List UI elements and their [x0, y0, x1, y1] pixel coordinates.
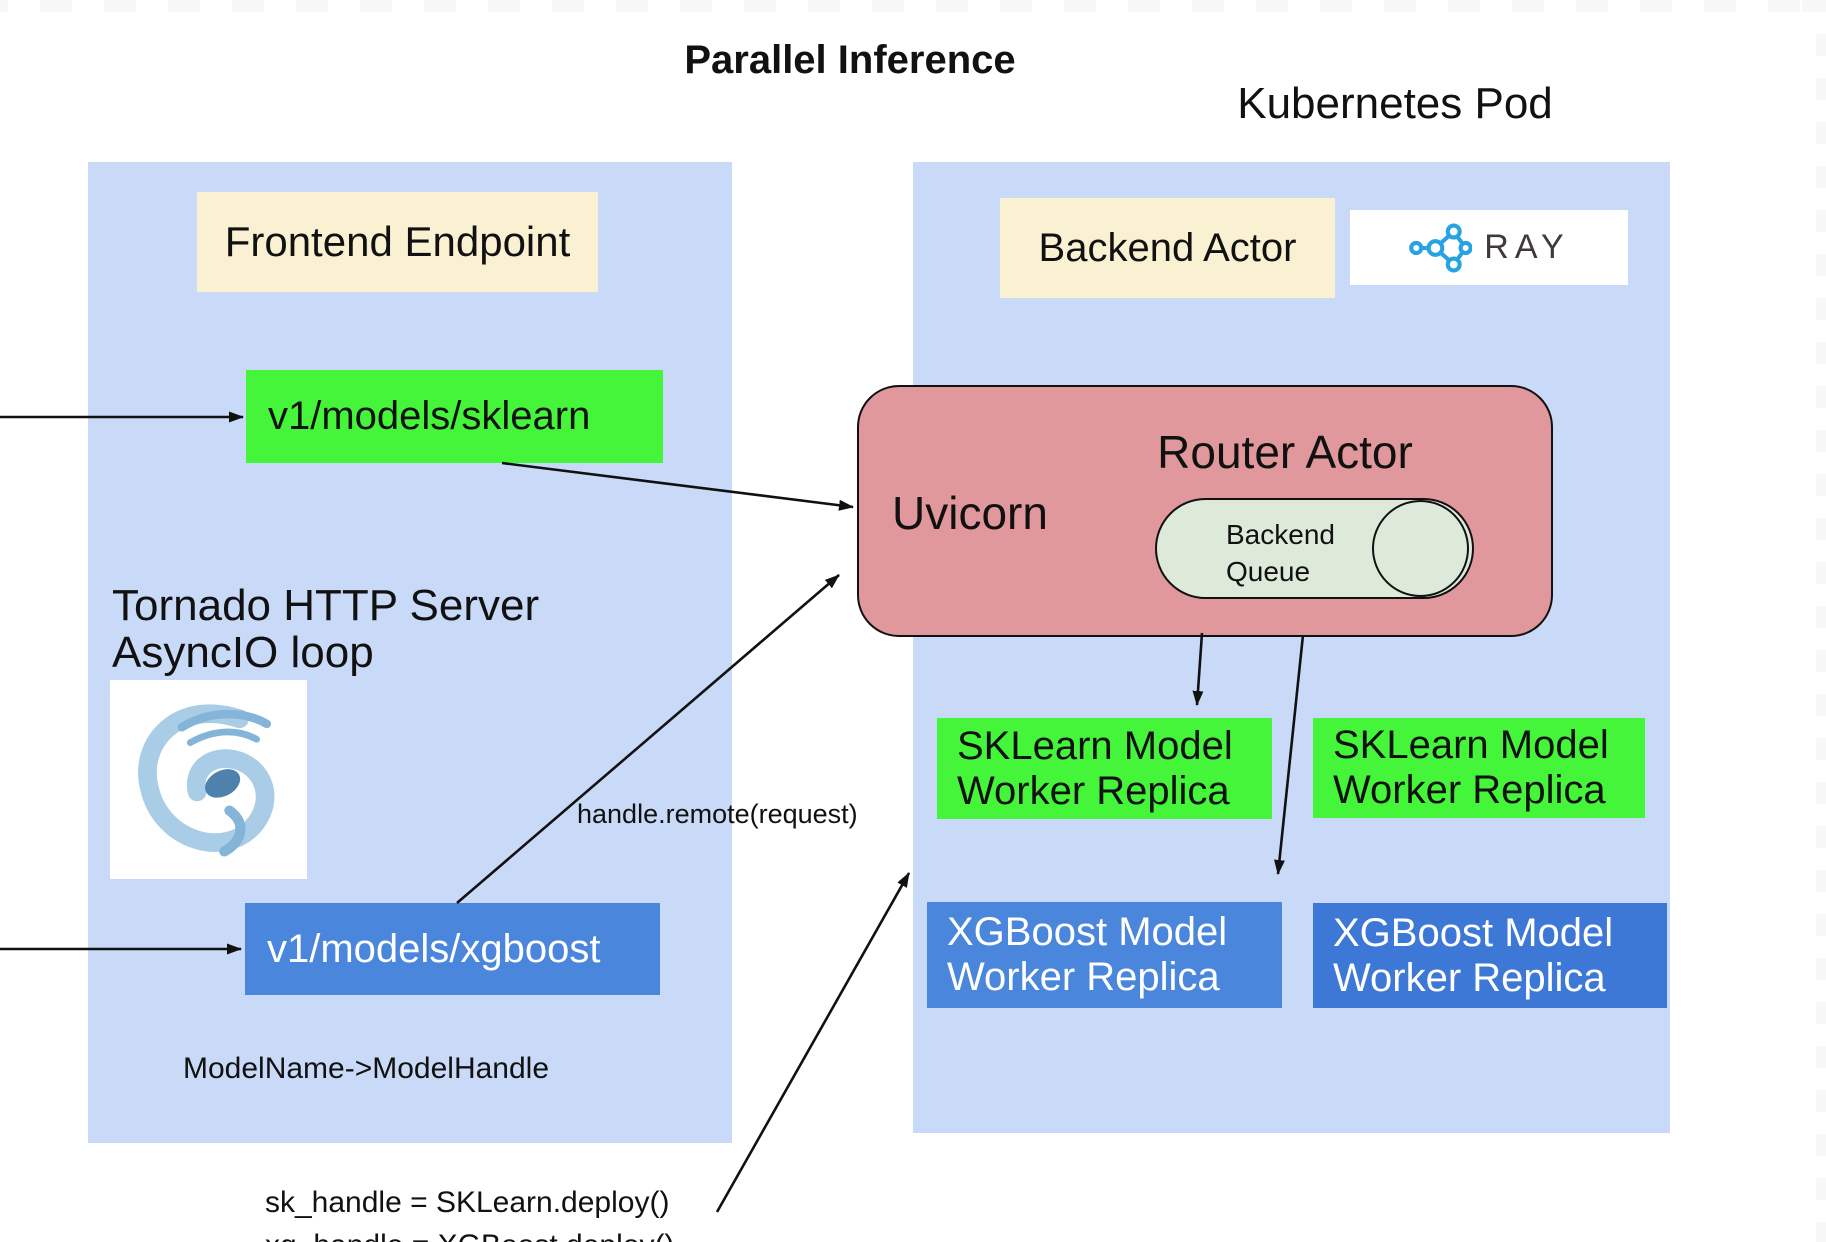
handle-remote-caption: handle.remote(request) [577, 799, 858, 829]
backend-queue-line2: Queue [1226, 556, 1311, 587]
backend-actor-label: Backend Actor [1038, 225, 1297, 270]
sklearn-route-label: v1/models/sklearn [268, 394, 591, 438]
xgboost-worker-replica-2: XGBoost Model Worker Replica [1313, 903, 1667, 1008]
backend-queue-cylinder-cap [1372, 500, 1469, 597]
diagram-title: Parallel Inference [684, 38, 1016, 82]
deploy-line2: xg_handle = XGBoost.deploy() [265, 1224, 674, 1242]
transparency-checker-right [1816, 0, 1826, 1242]
ray-wordmark: RAY [1484, 228, 1570, 266]
deploy-caption: sk_handle = SKLearn.deploy() xg_handle =… [265, 1181, 674, 1242]
xgboost-worker-replica-1: XGBoost Model Worker Replica [927, 902, 1282, 1008]
tornado-caption: Tornado HTTP Server AsyncIO loop [112, 582, 582, 676]
tornado-swirl-glyph [137, 703, 274, 856]
uvicorn-label: Uvicorn [892, 487, 1048, 539]
backend-actor-box: Backend Actor [1000, 198, 1335, 298]
xgboost-route-box: v1/models/xgboost [245, 903, 660, 995]
sklearn-worker-replica-1: SKLearn Model Worker Replica [937, 718, 1272, 819]
xgboost-route-label: v1/models/xgboost [267, 926, 601, 971]
ray-network-icon [1409, 223, 1473, 272]
tornado-caption-line2: AsyncIO loop [112, 628, 374, 677]
tornado-caption-line1: Tornado HTTP Server [112, 581, 540, 630]
sklearn-route-box: v1/models/sklearn [246, 370, 663, 463]
tornado-icon [110, 680, 307, 879]
backend-queue-line1: Backend [1226, 519, 1335, 550]
ray-logo-badge: RAY [1350, 210, 1628, 285]
arrow-deploy-to-backend-panel [715, 872, 911, 1213]
kubernetes-pod-label: Kubernetes Pod [1237, 79, 1553, 128]
deploy-line1: sk_handle = SKLearn.deploy() [265, 1186, 670, 1219]
frontend-endpoint-label: Frontend Endpoint [224, 218, 571, 265]
model-map-caption: ModelName->ModelHandle [183, 1052, 550, 1085]
router-actor-title: Router Actor [1157, 426, 1413, 478]
sklearn-worker-replica-2: SKLearn Model Worker Replica [1313, 718, 1645, 818]
backend-queue-label: Backend Queue [1226, 516, 1335, 590]
frontend-endpoint-box: Frontend Endpoint [197, 192, 598, 292]
transparency-checker-top [0, 0, 1826, 12]
